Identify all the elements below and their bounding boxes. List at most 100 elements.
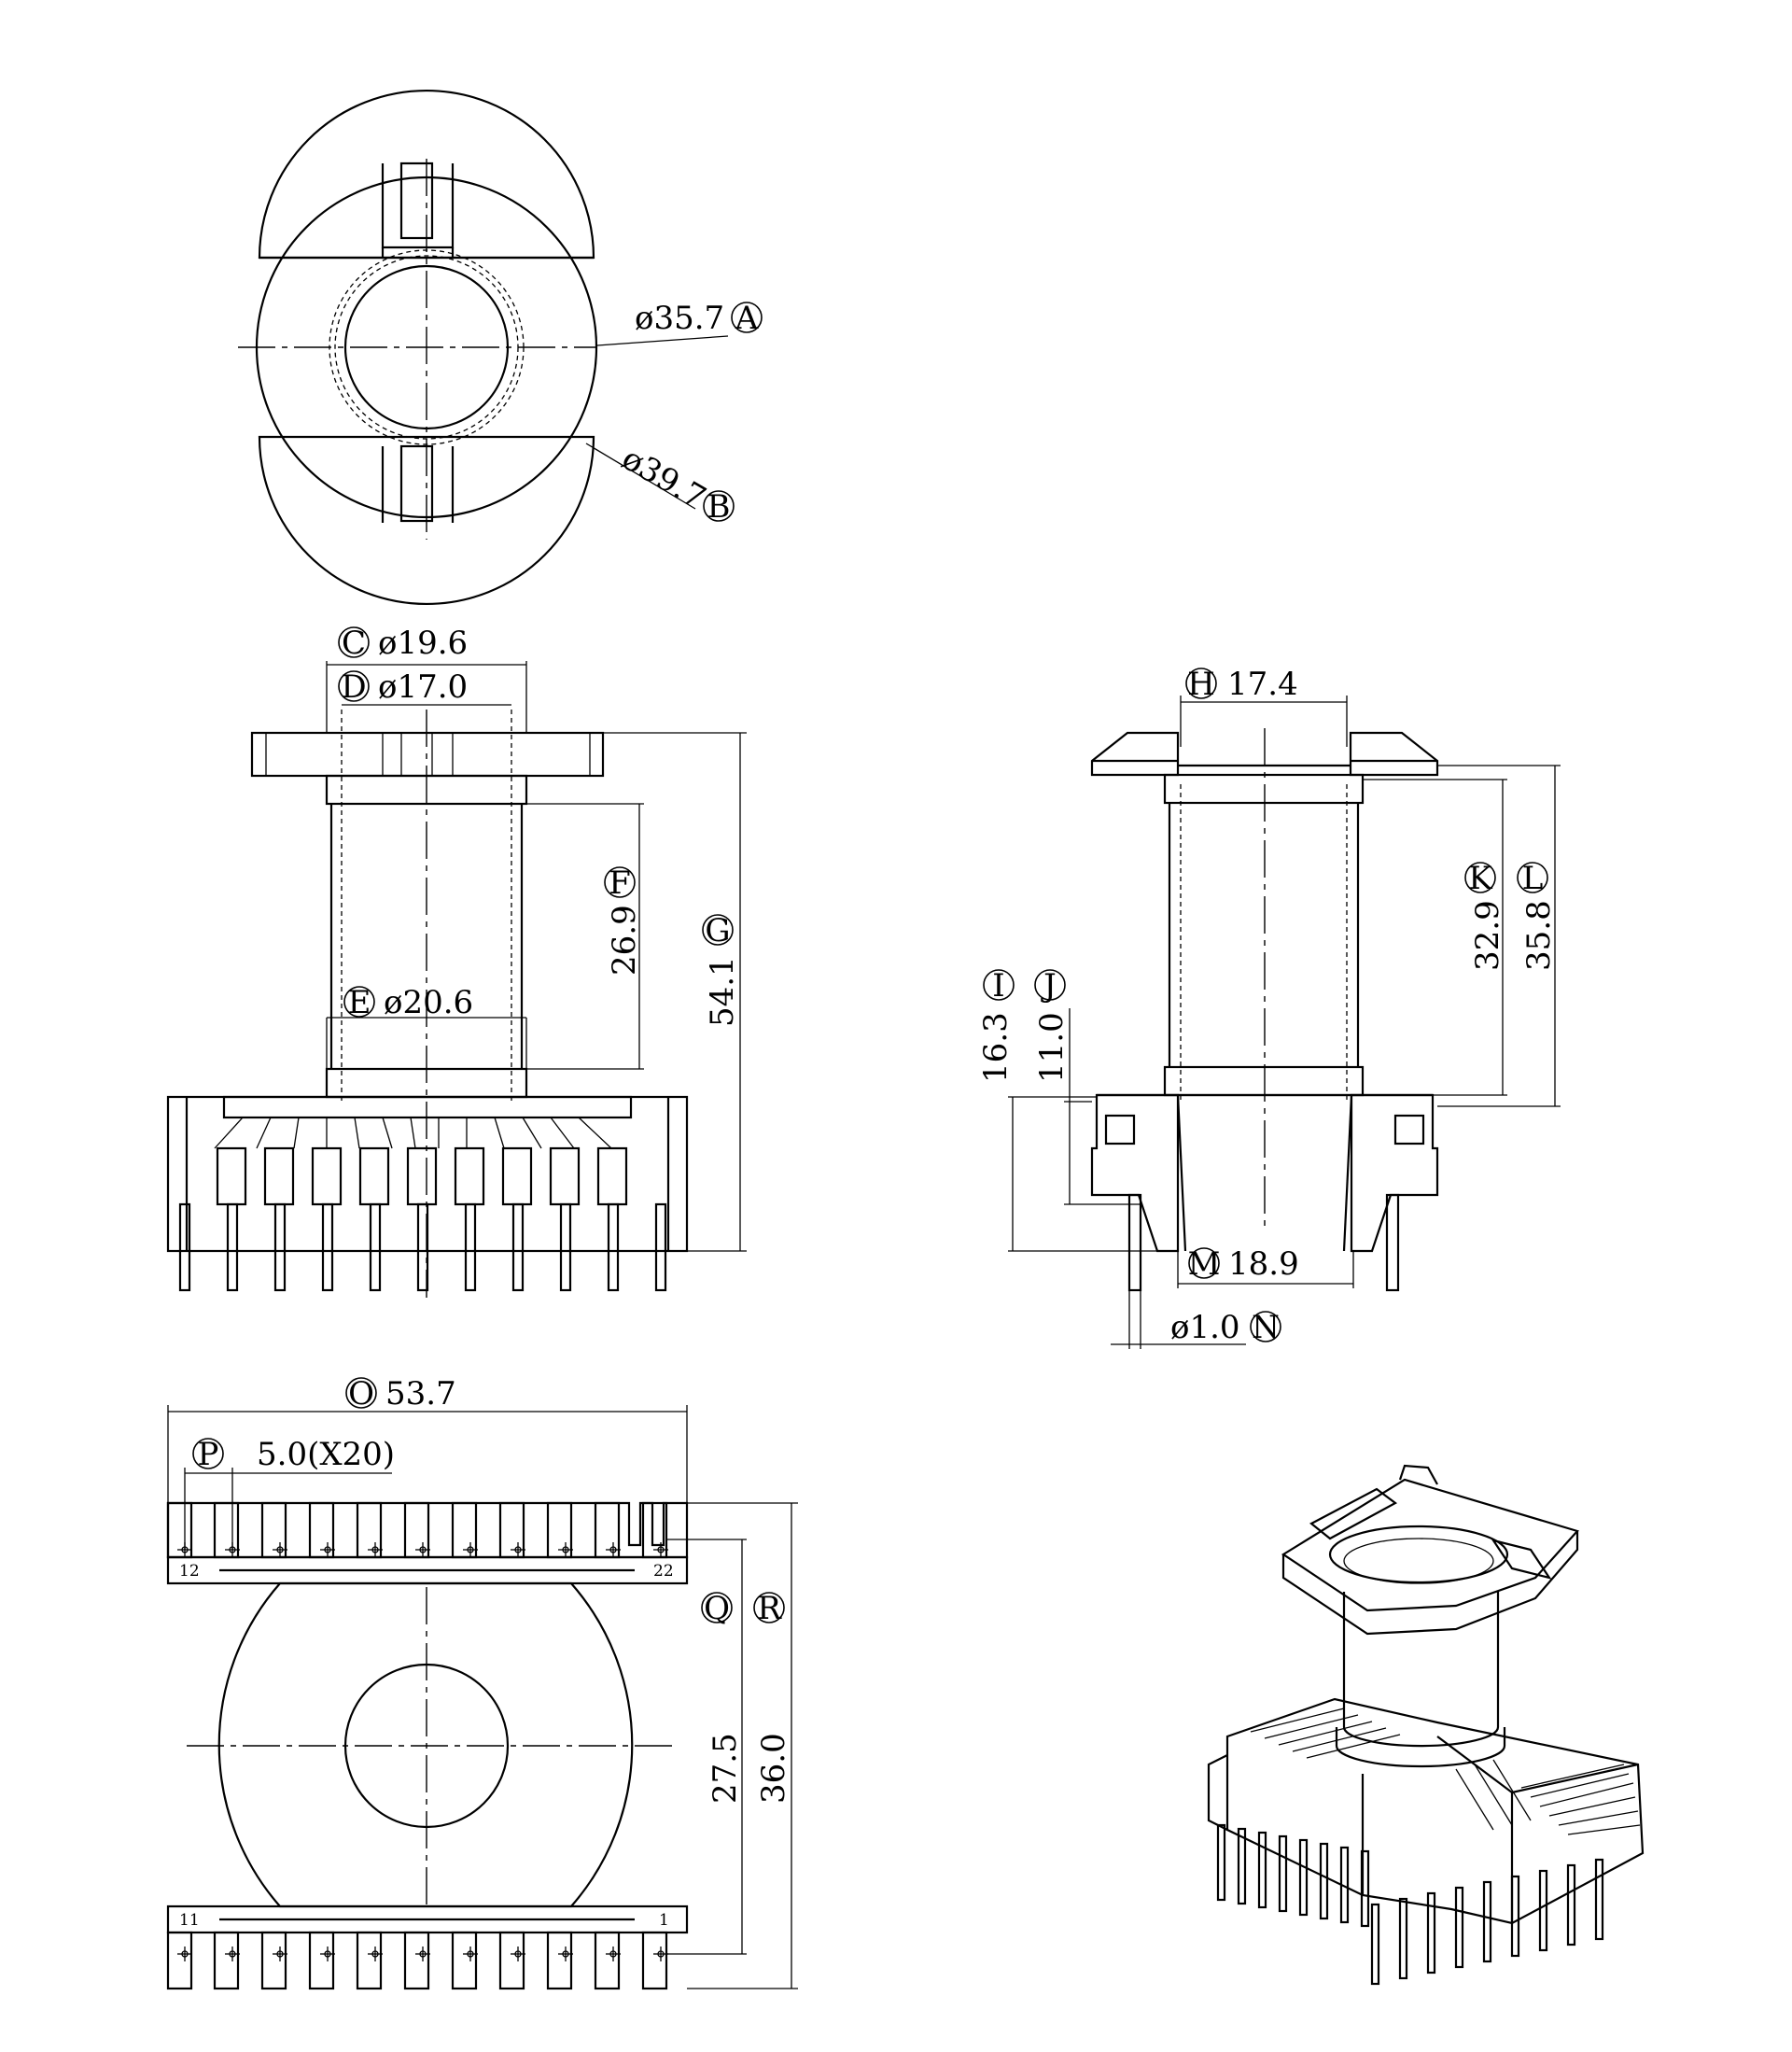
pin-label-1: 1 [659, 1911, 669, 1930]
pin-mark [276, 1950, 284, 1958]
svg-text:G: G [705, 912, 730, 949]
pin-mark [371, 1546, 379, 1553]
svg-text:C: C [342, 625, 366, 662]
svg-text:32.9: 32.9 [1469, 900, 1506, 971]
pin-mark [419, 1950, 427, 1958]
iso-pin [1510, 1875, 1520, 1958]
pin-mark [467, 1546, 474, 1553]
iso-pin [1538, 1869, 1548, 1952]
svg-text:27.5: 27.5 [707, 1733, 744, 1804]
svg-text:L: L [1522, 860, 1544, 897]
iso-pin [1257, 1831, 1267, 1909]
pin-mark [181, 1950, 189, 1958]
svg-text:ø19.6: ø19.6 [378, 625, 468, 662]
pin-mark [609, 1950, 617, 1958]
svg-text:N: N [1252, 1309, 1280, 1346]
svg-text:11: 11 [179, 1911, 200, 1930]
svg-text:A: A [735, 300, 759, 337]
dim-D: D ø17.0 [338, 668, 468, 706]
pin-mark [657, 1546, 665, 1553]
svg-text:ø1.0: ø1.0 [1170, 1309, 1240, 1346]
bottom-view: 12 22 11 1 [166, 1375, 798, 1990]
dim-I: 16.3 I [977, 967, 1015, 1083]
svg-text:ø17.0: ø17.0 [378, 668, 468, 706]
svg-text:1: 1 [659, 1911, 669, 1930]
dim-B: ø39.7 B [616, 440, 735, 526]
iso-pin [1339, 1846, 1350, 1924]
svg-text:12: 12 [179, 1562, 200, 1581]
svg-text:16.3: 16.3 [977, 1012, 1015, 1083]
svg-text:H: H [1187, 666, 1215, 703]
svg-text:B: B [707, 488, 731, 526]
dim-J: 11.0 J [1033, 967, 1071, 1083]
dim-E: E ø20.6 [343, 984, 473, 1021]
dim-L: 35.8 L [1517, 860, 1558, 971]
pin-mark [229, 1950, 236, 1958]
pin-mark [371, 1950, 379, 1958]
dim-N: ø1.0 N [1170, 1309, 1281, 1346]
dim-A: ø35.7 A [635, 300, 763, 337]
side-view: H 17.4 32.9 K 35.8 L 16.3 I [977, 666, 1561, 1349]
pin-label-12: 12 [179, 1562, 200, 1581]
svg-text:F: F [609, 864, 631, 902]
iso-pin [1426, 1891, 1436, 1975]
svg-text:ø39.7: ø39.7 [616, 440, 712, 517]
iso-pin [1278, 1834, 1288, 1913]
iso-pin [1319, 1842, 1329, 1920]
pin-mark [419, 1546, 427, 1553]
pin-label-22: 22 [653, 1562, 674, 1581]
svg-text:54.1: 54.1 [704, 956, 741, 1027]
iso-pin [1298, 1838, 1309, 1917]
iso-pin [1454, 1886, 1464, 1969]
svg-text:D: D [341, 668, 366, 706]
svg-text:ø20.6: ø20.6 [384, 984, 473, 1021]
pin-mark [562, 1950, 569, 1958]
iso-pin [1566, 1863, 1576, 1947]
dim-O: O 53.7 [345, 1375, 456, 1413]
pin-mark [467, 1950, 474, 1958]
pin-mark [276, 1546, 284, 1553]
dim-H: H 17.4 [1185, 666, 1298, 703]
svg-text:R: R [757, 1590, 782, 1627]
svg-text:K: K [1468, 860, 1492, 897]
pin-mark [514, 1950, 522, 1958]
dim-P: P 5.0(X20) [192, 1436, 395, 1473]
svg-text:22: 22 [653, 1562, 674, 1581]
svg-text:P: P [198, 1436, 219, 1473]
pin-mark [514, 1546, 522, 1553]
svg-text:M: M [1188, 1245, 1221, 1283]
dim-R: 36.0 R [753, 1590, 792, 1804]
svg-text:ø35.7: ø35.7 [635, 300, 724, 337]
pin-label-11: 11 [179, 1911, 200, 1930]
dim-C: C ø19.6 [338, 625, 468, 662]
pin-mark [657, 1950, 665, 1958]
dim-K: 32.9 K [1464, 860, 1506, 971]
pin-mark [324, 1546, 331, 1553]
svg-text:5.0(X20): 5.0(X20) [257, 1436, 395, 1473]
iso-pin [1216, 1823, 1226, 1902]
dim-G: 54.1 G [702, 912, 741, 1027]
front-view: C ø19.6 D ø17.0 E ø20.6 26.9 F [166, 625, 747, 1298]
dim-F: 26.9 F [604, 864, 643, 976]
svg-text:18.9: 18.9 [1228, 1245, 1299, 1283]
svg-text:26.9: 26.9 [606, 905, 643, 976]
svg-text:35.8: 35.8 [1520, 900, 1558, 971]
iso-pin [1594, 1858, 1604, 1941]
svg-text:Q: Q [704, 1590, 730, 1627]
svg-text:O: O [348, 1375, 374, 1413]
pin-mark [609, 1546, 617, 1553]
iso-pin [1398, 1897, 1408, 1980]
dim-Q: 27.5 Q [701, 1590, 744, 1804]
svg-text:E: E [348, 984, 371, 1021]
dim-M: M 18.9 [1188, 1245, 1299, 1283]
pin-mark [562, 1546, 569, 1553]
pin-mark [324, 1950, 331, 1958]
svg-text:J: J [1041, 967, 1057, 1005]
iso-pin [1482, 1880, 1492, 1963]
iso-pin [1237, 1827, 1247, 1905]
isometric-view [1207, 1464, 1645, 1986]
svg-text:53.7: 53.7 [385, 1375, 456, 1413]
iso-pin [1370, 1903, 1380, 1986]
iso-pin [1360, 1849, 1370, 1928]
